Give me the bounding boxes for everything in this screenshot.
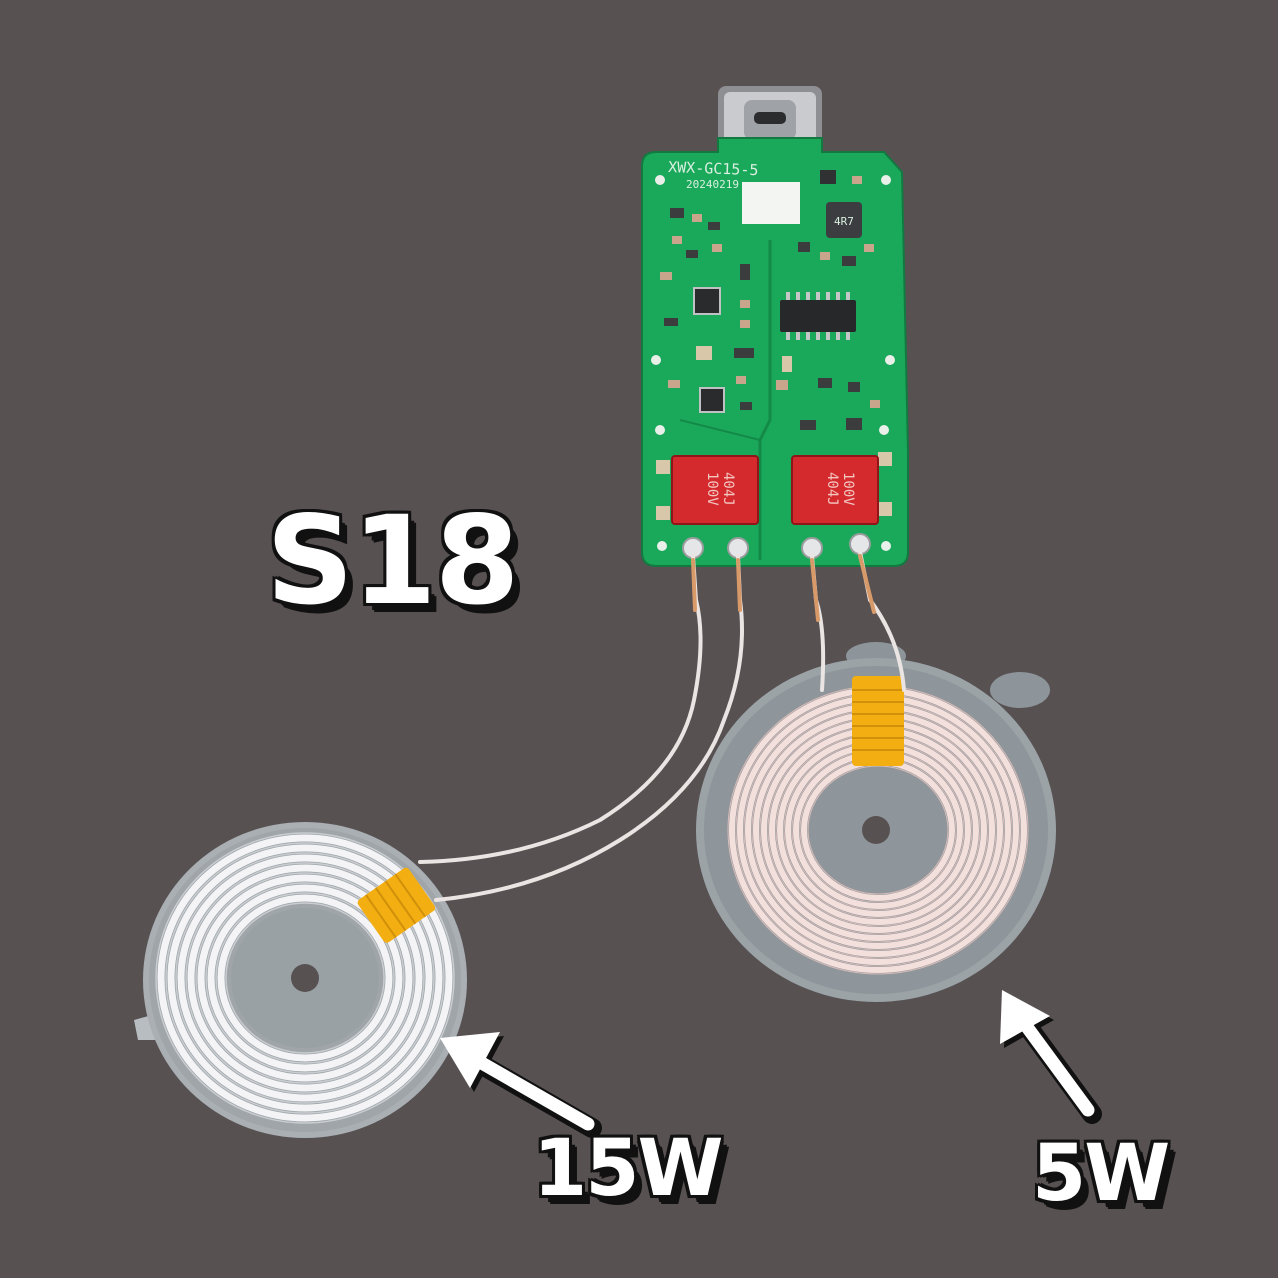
capacitor-right-voltage: 100V [840, 472, 856, 506]
lead-wires [418, 550, 906, 902]
smd-components [656, 170, 892, 520]
coil-large [696, 642, 1056, 1002]
capacitor-right: 404J 100V [791, 455, 879, 525]
capacitor-left-voltage: 100V [704, 472, 720, 506]
product-label: S18 [266, 490, 520, 632]
ic-qfn-2 [699, 387, 725, 413]
coil-large-power-label: 5W [1032, 1129, 1170, 1219]
arrow-to-small-coil-icon [440, 1032, 602, 1138]
coil-small-power-label: 15W [533, 1124, 724, 1214]
capacitor-left: 404J 100V [671, 455, 759, 525]
mounting-holes [651, 175, 895, 551]
capacitor-right-code: 404J [824, 472, 840, 506]
capacitor-left-code: 404J [720, 472, 736, 506]
pcb-board: XWX-GC15-5 20240219 4R7 [641, 86, 909, 567]
coil-small-center-hole [291, 964, 319, 992]
coil-small [134, 822, 467, 1138]
pcb-date-text: 20240219 [686, 178, 739, 191]
pcb-model-text: XWX-GC15-5 [668, 158, 759, 179]
ic-qfn-1 [693, 287, 721, 315]
ic-soic [780, 292, 856, 340]
arrow-to-large-coil-icon [1000, 990, 1102, 1124]
coil-large-center-hole [862, 816, 890, 844]
inductor-text: 4R7 [834, 215, 854, 228]
inductor: 4R7 [826, 202, 862, 238]
